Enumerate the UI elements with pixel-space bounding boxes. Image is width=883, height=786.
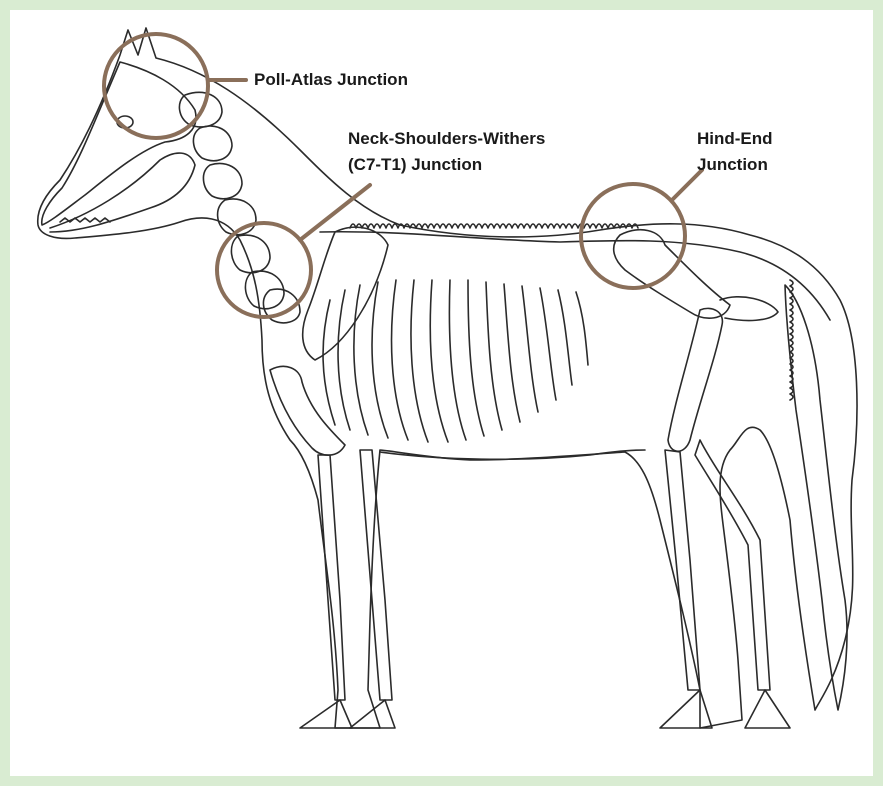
ribcage [323, 280, 588, 442]
humerus [270, 366, 345, 455]
hind-legs [660, 440, 790, 728]
hind-end-label-line2: Junction [697, 152, 773, 178]
hind-end-circle [581, 184, 685, 288]
front-legs [300, 450, 395, 728]
skull [42, 62, 196, 225]
hind-end-label-line1: Hind-End [697, 126, 773, 152]
poll-atlas-label: Poll-Atlas Junction [254, 67, 408, 93]
neck-shoulders-label-line1: Neck-Shoulders-Withers [348, 126, 545, 152]
neck-shoulders-label: Neck-Shoulders-Withers (C7-T1) Junction [348, 126, 545, 178]
poll-atlas-label-text: Poll-Atlas Junction [254, 67, 408, 93]
hind-end-label: Hind-End Junction [697, 126, 773, 178]
femur [668, 308, 722, 451]
cervical-vertebrae [179, 92, 300, 322]
tail-hair [785, 285, 847, 710]
spinous-processes [350, 224, 638, 228]
neck-shoulders-label-line2: (C7-T1) Junction [348, 152, 545, 178]
poll-atlas-circle [104, 34, 208, 138]
spine-line [320, 232, 830, 320]
pelvis [614, 230, 730, 318]
scapula [303, 227, 388, 360]
